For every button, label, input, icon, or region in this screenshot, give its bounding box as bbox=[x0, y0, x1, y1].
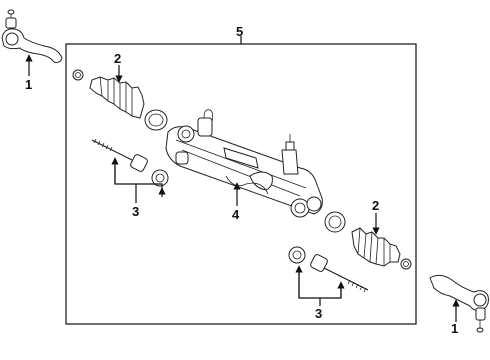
callout-3-left: 3 bbox=[132, 204, 139, 219]
tie-rod-end-right bbox=[429, 274, 489, 333]
inner-tie-rod-left bbox=[91, 138, 169, 187]
boot-left bbox=[72, 69, 168, 131]
callout-1-right: 1 bbox=[451, 321, 458, 336]
inner-tie-rod-right bbox=[288, 246, 369, 293]
callout-2-top: 2 bbox=[114, 51, 121, 66]
callout-2-right: 2 bbox=[372, 198, 379, 213]
callout-5: 5 bbox=[236, 24, 243, 39]
tie-rod-end-left bbox=[1, 9, 63, 63]
callout-1-left: 1 bbox=[25, 77, 32, 92]
boot-right bbox=[324, 211, 412, 270]
rack-housing bbox=[165, 109, 323, 218]
callout-3-bottom: 3 bbox=[315, 306, 322, 321]
callout-4: 4 bbox=[232, 207, 240, 222]
